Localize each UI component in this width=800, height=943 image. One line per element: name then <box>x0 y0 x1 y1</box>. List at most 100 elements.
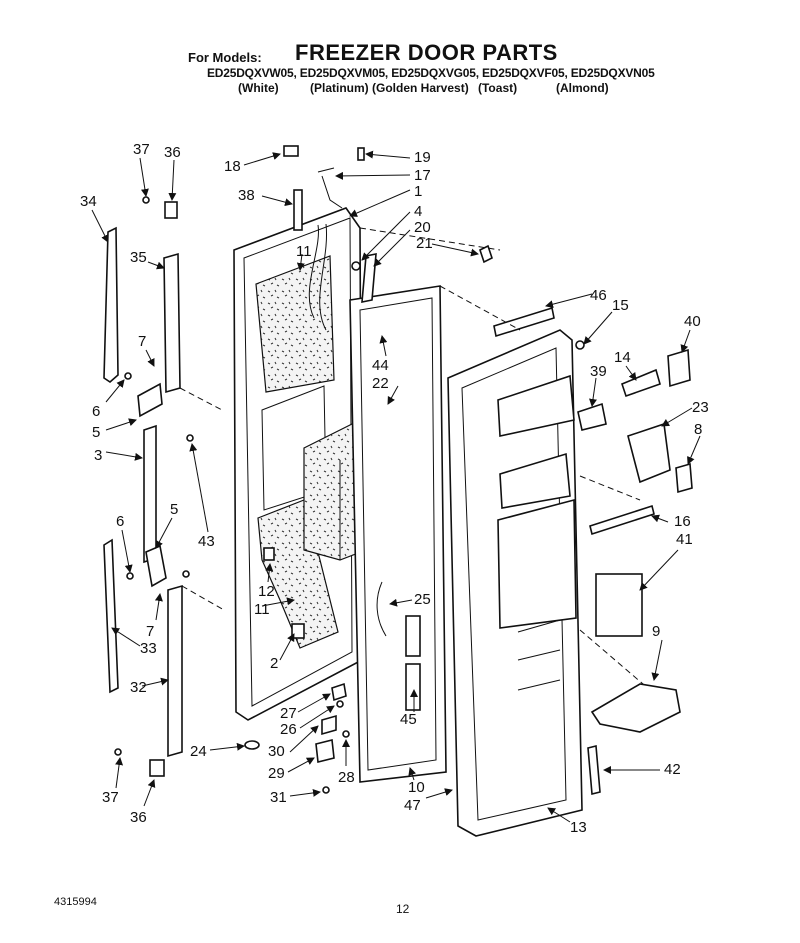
tube-25 <box>376 581 387 637</box>
callout-12: 12 <box>258 583 275 600</box>
callout-36: 36 <box>164 144 181 161</box>
screw-26 <box>336 700 344 708</box>
model-numbers: ED25DQXVW05, ED25DQXVM05, ED25DQXVG05, E… <box>207 66 655 80</box>
screw-37-upper <box>142 196 150 204</box>
callout-26: 26 <box>280 721 297 738</box>
callout-3: 3 <box>94 447 102 464</box>
trim-strip-33 <box>103 538 119 694</box>
callout-43: 43 <box>198 533 215 550</box>
harness-17 <box>317 167 343 209</box>
actuator-39 <box>577 402 607 431</box>
tube-20 <box>361 253 377 303</box>
insulation-11-upper <box>255 255 335 393</box>
trim-46 <box>493 306 555 338</box>
bracket-42 <box>587 744 601 796</box>
clip-12 <box>263 547 275 561</box>
screw-37-lower <box>114 748 122 756</box>
callout-18: 18 <box>224 158 241 175</box>
page-number: 12 <box>396 902 410 916</box>
pad-45-lower <box>405 663 421 711</box>
left-trim-parts <box>103 196 225 777</box>
callout-7: 7 <box>138 333 146 350</box>
lower-hinge-parts <box>244 682 350 794</box>
trim-strip-34 <box>103 226 119 384</box>
callout-39: 39 <box>590 363 607 380</box>
page-title: FREEZER DOOR PARTS <box>295 40 558 65</box>
callout-17: 17 <box>414 167 431 184</box>
callout-24: 24 <box>190 743 207 760</box>
color-toast: (Toast) <box>478 81 518 95</box>
callout-42: 42 <box>664 761 681 778</box>
screw-28 <box>342 730 350 738</box>
callout-37b: 37 <box>102 789 119 806</box>
callout-8: 8 <box>694 421 702 438</box>
grommet-4 <box>351 261 361 271</box>
bracket-40 <box>667 348 691 388</box>
callout-28: 28 <box>338 769 355 786</box>
callout-47: 47 <box>404 797 421 814</box>
tube-38 <box>293 189 303 231</box>
callout-numbers: 37 36 34 35 7 6 5 3 43 6 5 7 33 32 37 36… <box>80 141 709 836</box>
callout-11b: 11 <box>254 601 270 618</box>
trim-channel-3 <box>143 424 157 564</box>
callout-21: 21 <box>416 235 433 252</box>
screw-43-upper <box>186 434 194 442</box>
document-number: 4315994 <box>54 896 97 908</box>
callout-31: 31 <box>270 789 287 806</box>
callout-29: 29 <box>268 765 285 782</box>
cap-21 <box>479 244 493 264</box>
callout-16: 16 <box>674 513 691 530</box>
callout-4: 4 <box>414 203 422 220</box>
hinge-29 <box>315 739 335 763</box>
callout-32: 32 <box>130 679 147 696</box>
screw-15 <box>575 340 585 350</box>
callout-45: 45 <box>400 711 417 728</box>
callout-37: 37 <box>133 141 150 158</box>
tray-9 <box>590 683 681 733</box>
screw-6-upper <box>124 372 132 380</box>
screw-43-lower <box>182 570 190 578</box>
callout-36b: 36 <box>130 809 147 826</box>
spacer-30 <box>321 714 337 736</box>
callout-33: 33 <box>140 640 157 657</box>
color-platinum: (Platinum) <box>310 81 369 95</box>
callout-2: 2 <box>270 655 278 672</box>
callout-7b: 7 <box>146 623 154 640</box>
cap-36-lower <box>149 759 165 777</box>
gasket-frame <box>349 285 447 783</box>
screw-31 <box>322 786 330 794</box>
callout-6b: 6 <box>116 513 124 530</box>
callout-14: 14 <box>614 349 631 366</box>
callout-22: 22 <box>372 375 389 392</box>
color-almond: (Almond) <box>556 81 609 95</box>
leader-lines <box>91 150 701 823</box>
callout-9: 9 <box>652 623 660 640</box>
trim-channel-35 <box>163 252 181 394</box>
cap-36-upper <box>164 201 178 219</box>
shelf-lower <box>499 452 571 509</box>
callout-20: 20 <box>414 219 431 236</box>
for-models-label: For Models: <box>188 50 262 65</box>
callout-27: 27 <box>280 705 297 722</box>
callout-23: 23 <box>692 399 709 416</box>
callout-15: 15 <box>612 297 629 314</box>
callout-30: 30 <box>268 743 285 760</box>
hinge-bracket-5-lower <box>145 544 167 588</box>
shelf-upper <box>497 374 575 437</box>
callout-6: 6 <box>92 403 100 420</box>
plug-18 <box>283 145 299 157</box>
callout-25: 25 <box>414 591 431 608</box>
bracket-27 <box>331 682 347 702</box>
trim-channel-32 <box>167 584 183 758</box>
hinge-bracket-5-upper <box>137 382 163 418</box>
bracket-8 <box>675 462 693 494</box>
callout-13: 13 <box>570 819 587 836</box>
callout-10: 10 <box>408 779 425 796</box>
color-white: (White) <box>238 81 279 95</box>
callout-41: 41 <box>676 531 693 548</box>
pad-45-upper <box>405 615 421 657</box>
callout-19: 19 <box>414 149 431 166</box>
callout-44: 44 <box>372 357 389 374</box>
callout-46: 46 <box>590 287 607 304</box>
